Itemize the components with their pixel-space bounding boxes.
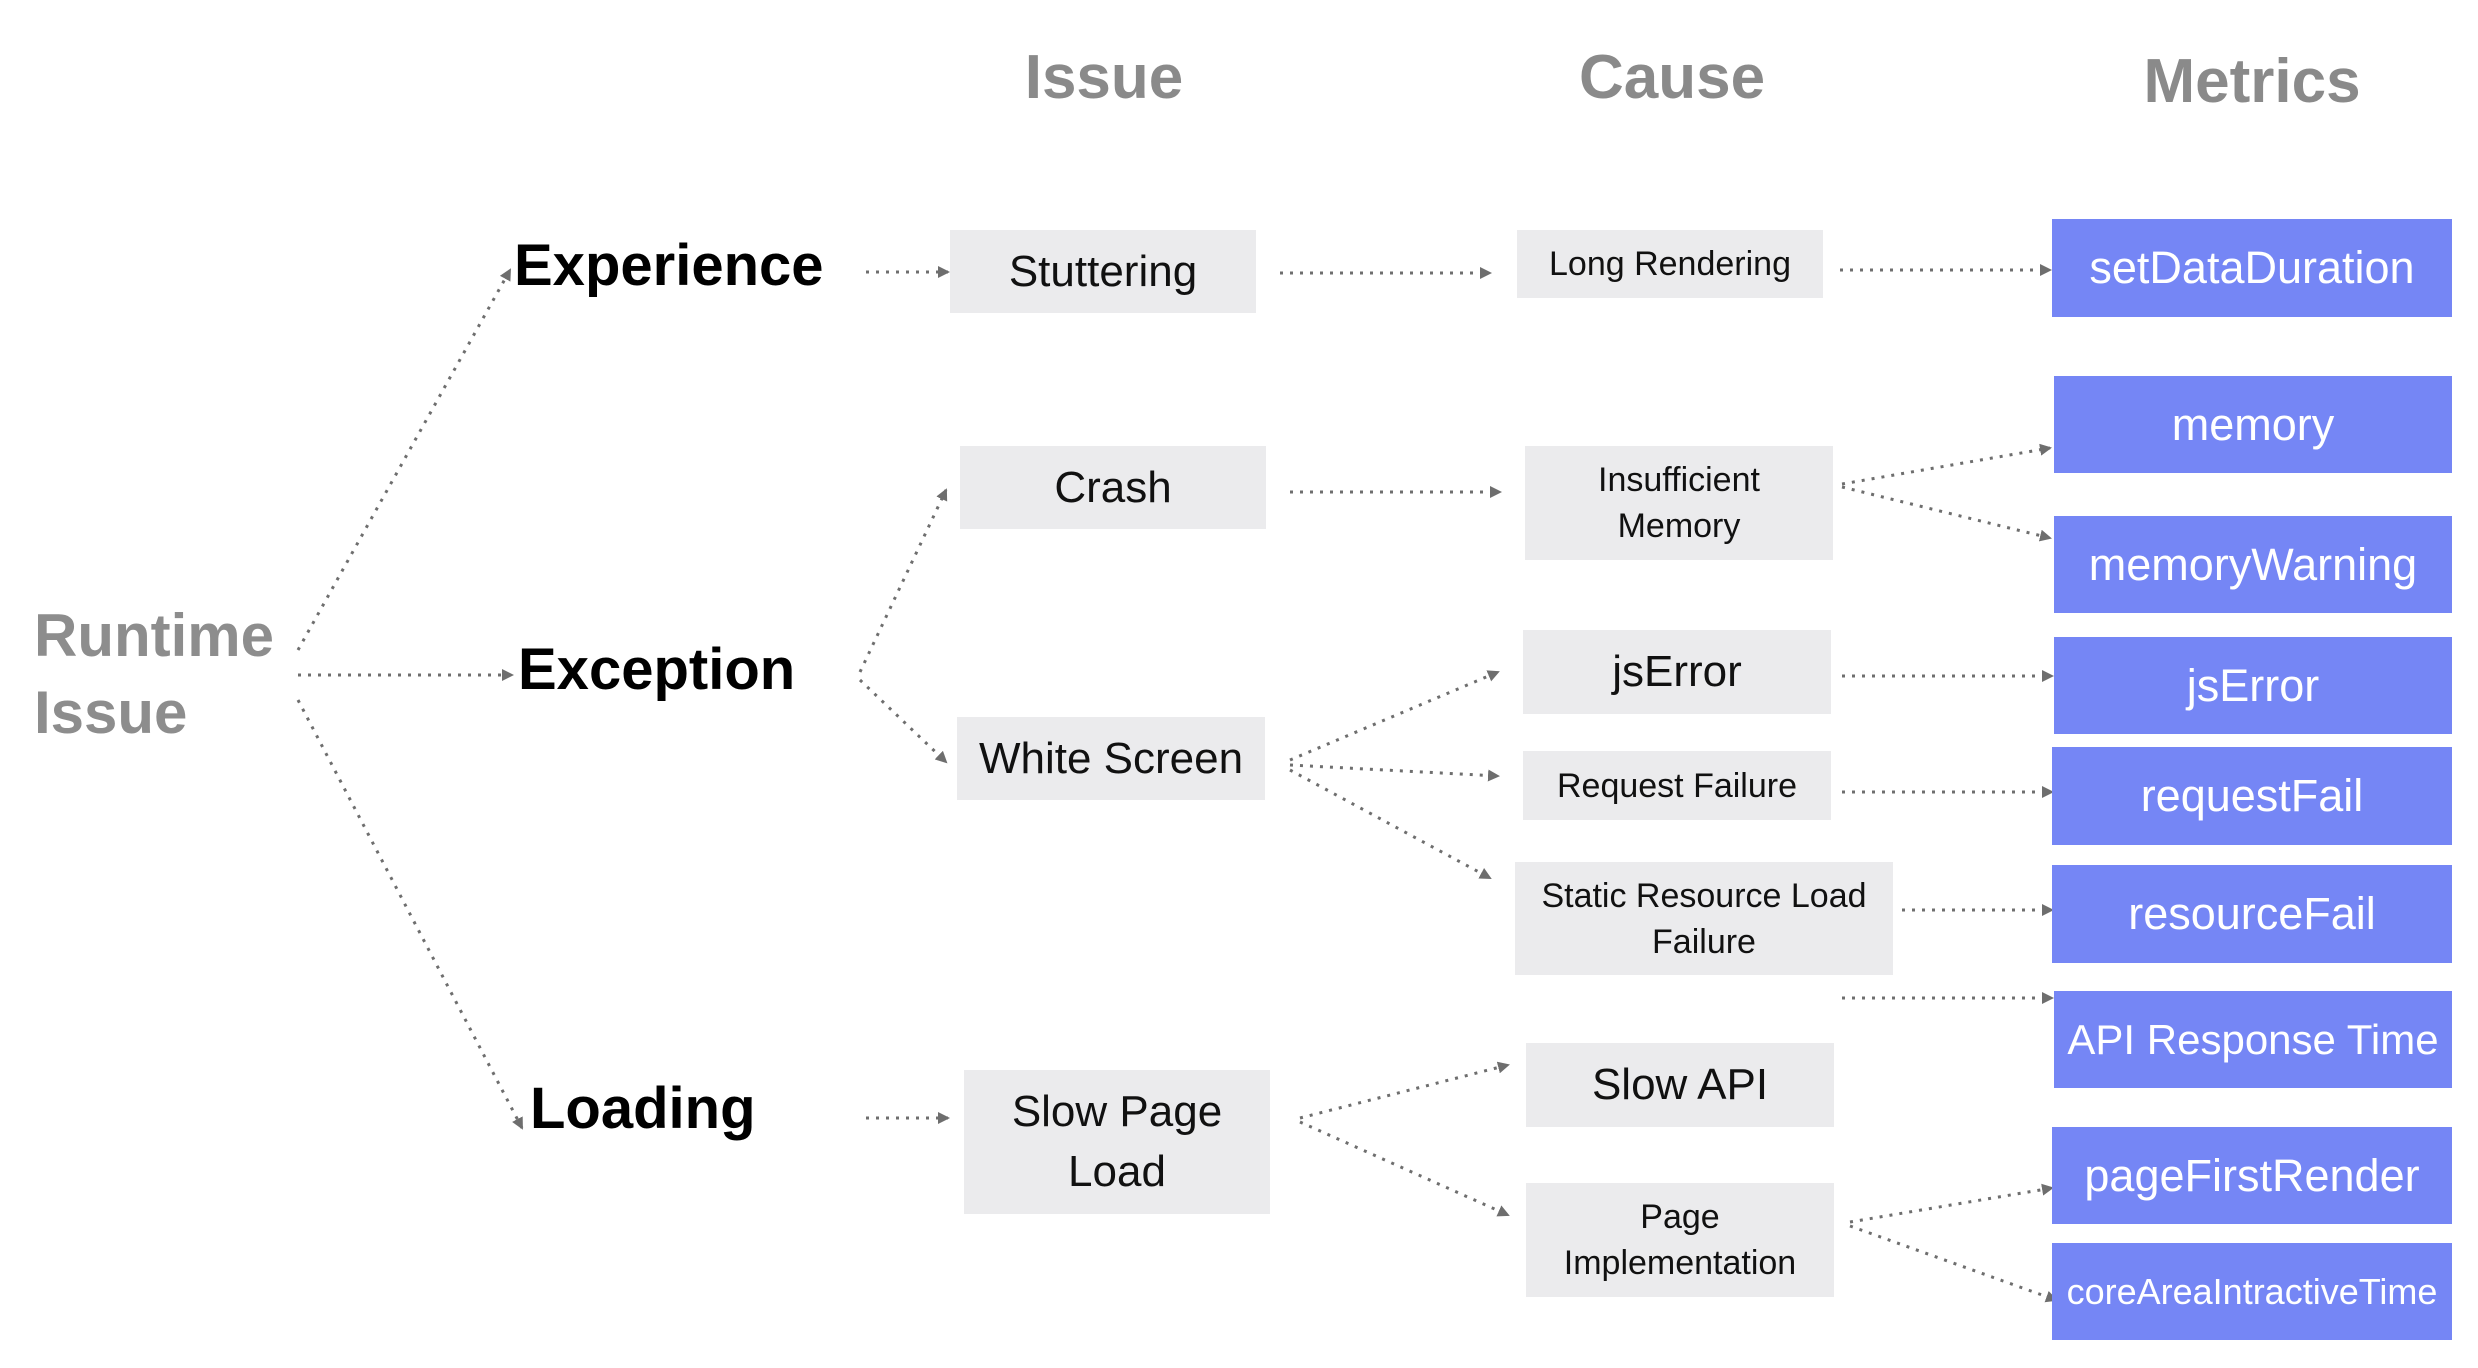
metric-api-response-time-label: API Response Time <box>2067 1015 2439 1063</box>
category-experience: Experience <box>514 233 824 298</box>
issue-header: Issue <box>1024 43 1184 112</box>
connector-memory-memory <box>1841 443 2052 486</box>
metric-page-first-render: pageFirstRender <box>2052 1127 2452 1224</box>
metric-core-area-interactive-time: coreAreaIntractiveTime <box>2052 1243 2452 1340</box>
connector-exception-whitescreen <box>858 678 948 764</box>
connector-exception-crash <box>858 488 948 673</box>
connector-whitescreen-static <box>1289 768 1492 880</box>
cause-header: Cause <box>1578 43 1766 112</box>
connector-whitescreen-request <box>1289 763 1500 782</box>
cause-static-resource-line1: Static Resource Load <box>1541 876 1867 915</box>
cause-request-failure: Request Failure <box>1523 751 1831 820</box>
metric-page-first-render-label: pageFirstRender <box>2084 1149 2420 1201</box>
metric-resource-fail: resourceFail <box>2052 865 2452 963</box>
cause-slow-api: Slow API <box>1526 1043 1834 1127</box>
issue-stuttering-label: Stuttering <box>1008 246 1198 296</box>
metric-resource-fail-label: resourceFail <box>2128 888 2376 939</box>
connector-pageimpl-firstrender <box>1849 1183 2054 1224</box>
root-node: Runtime Issue <box>34 597 274 751</box>
connector-slowpage-pageimpl <box>1299 1120 1510 1217</box>
cause-long-rendering-label: Long Rendering <box>1549 245 1791 283</box>
metric-memory: memory <box>2054 376 2452 473</box>
root-label-line2: Issue <box>34 679 188 746</box>
metric-request-fail: requestFail <box>2052 747 2452 845</box>
metric-js-error-label: jsError <box>2186 659 2320 711</box>
cause-js-error-label: jsError <box>1612 647 1742 696</box>
connector-memory-memorywarning <box>1841 485 2052 542</box>
metric-memory-warning-label: memoryWarning <box>2088 538 2418 590</box>
issue-white-screen: White Screen <box>957 717 1265 800</box>
cause-static-resource-line2: Failure <box>1652 922 1756 961</box>
issue-stuttering: Stuttering <box>950 230 1256 313</box>
metric-set-data-duration-label: setDataDuration <box>2089 242 2415 293</box>
metric-set-data-duration: setDataDuration <box>2052 219 2452 317</box>
cause-request-failure-label: Request Failure <box>1556 766 1797 805</box>
category-loading: Loading <box>530 1076 756 1141</box>
cause-long-rendering: Long Rendering <box>1517 230 1823 298</box>
connector-root-experience <box>296 268 512 651</box>
metric-js-error: jsError <box>2054 637 2452 734</box>
metric-api-response-time: API Response Time <box>2054 991 2452 1088</box>
connector-root-loading <box>296 699 524 1130</box>
root-label-line1: Runtime <box>34 602 274 669</box>
cause-insufficient-memory: Insufficient Memory <box>1525 446 1833 560</box>
metric-core-area-interactive-time-label: coreAreaIntractiveTime <box>2066 1270 2438 1312</box>
connector-pageimpl-coreinteractive <box>1849 1224 2058 1303</box>
issue-crash-label: Crash <box>1054 462 1172 512</box>
cause-slow-api-label: Slow API <box>1591 1060 1769 1109</box>
issue-crash: Crash <box>960 446 1266 529</box>
issue-slow-page-load-line2: Load <box>1068 1147 1166 1196</box>
cause-static-resource-load-failure: Static Resource Load Failure <box>1515 862 1893 975</box>
cause-insufficient-memory-line1: Insufficient <box>1598 461 1760 499</box>
metric-request-fail-label: requestFail <box>2140 770 2364 821</box>
issue-white-screen-label: White Screen <box>978 733 1244 783</box>
issue-slow-page-load: Slow Page Load <box>964 1070 1270 1214</box>
cause-js-error: jsError <box>1523 630 1831 714</box>
metric-memory-label: memory <box>2171 398 2335 450</box>
issue-slow-page-load-line1: Slow Page <box>1011 1087 1223 1136</box>
connector-slowpage-slowapi <box>1299 1061 1510 1120</box>
metric-memory-warning: memoryWarning <box>2054 516 2452 613</box>
category-exception: Exception <box>518 637 796 702</box>
connector-whitescreen-jserror <box>1289 670 1500 762</box>
cause-page-impl-line2: Implementation <box>1563 1244 1797 1282</box>
metrics-header: Metrics <box>2143 47 2361 116</box>
cause-page-impl-line1: Page <box>1640 1198 1720 1236</box>
cause-page-implementation: Page Implementation <box>1526 1183 1834 1297</box>
cause-insufficient-memory-line2: Memory <box>1617 507 1741 545</box>
